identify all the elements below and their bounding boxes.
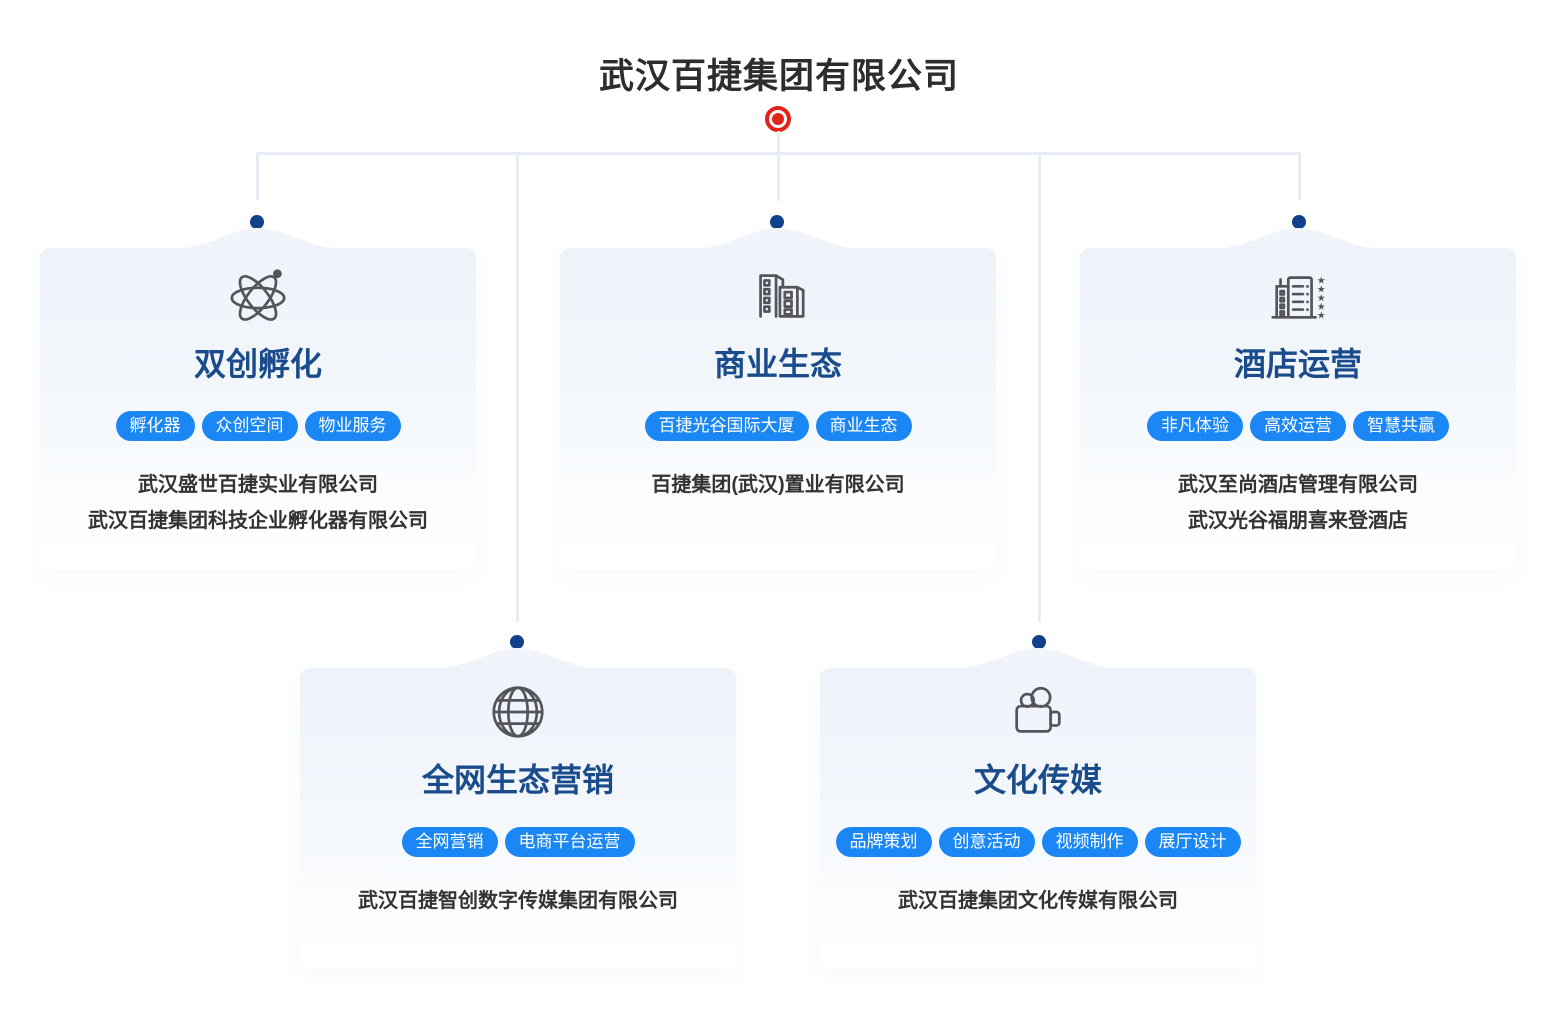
tag-pill: 展厅设计 [1144, 827, 1241, 857]
company-name: 武汉盛世百捷实业有限公司 [138, 474, 378, 496]
tag-pill: 孵化器 [115, 411, 195, 441]
tag-row: 孵化器 众创空间 物业服务 [40, 411, 476, 441]
tag-row: 品牌策划 创意活动 视频制作 展厅设计 [820, 827, 1256, 857]
company-name: 武汉百捷集团科技企业孵化器有限公司 [88, 510, 428, 532]
tag-pill: 全网营销 [401, 827, 498, 857]
card-culture-media: 文化传媒 品牌策划 创意活动 视频制作 展厅设计 武汉百捷集团文化传媒有限公司 [820, 648, 1256, 968]
anchor-dot [1292, 215, 1306, 229]
card-network-marketing: 全网生态营销 全网营销 电商平台运营 武汉百捷智创数字传媒集团有限公司 [300, 648, 736, 968]
card-title: 全网生态营销 [421, 762, 614, 798]
company-name: 武汉至尚酒店管理有限公司 [1178, 474, 1418, 496]
tag-pill: 百捷光谷国际大厦 [644, 411, 809, 441]
card-peak-shape [170, 228, 346, 250]
connector-card3-vertical [1298, 152, 1301, 200]
card-peak-shape [430, 648, 606, 670]
connector-root-vertical [777, 131, 780, 201]
tag-row: 全网营销 电商平台运营 [300, 827, 736, 857]
company-list: 百捷集团(武汉)置业有限公司 [560, 467, 996, 503]
tag-pill: 智慧共赢 [1353, 411, 1449, 441]
connector-card1-vertical [256, 152, 259, 200]
anchor-dot [1032, 635, 1046, 649]
card-peak-shape [690, 228, 866, 250]
tag-pill: 视频制作 [1041, 827, 1138, 857]
tag-row: 百捷光谷国际大厦 商业生态 [560, 411, 996, 441]
company-list: 武汉百捷智创数字传媒集团有限公司 [300, 883, 736, 919]
card-title: 酒店运营 [1233, 346, 1362, 382]
hotel-stars-icon [1271, 276, 1325, 319]
company-name: 百捷集团(武汉)置业有限公司 [651, 474, 905, 496]
buildings-icon [759, 274, 805, 318]
card-hotel-operations: 酒店运营 非凡体验 高效运营 智慧共赢 武汉至尚酒店管理有限公司 武汉光谷福朋喜… [1080, 228, 1516, 570]
tag-pill: 品牌策划 [835, 827, 932, 857]
root-bullseye-node-icon [765, 106, 791, 132]
company-list: 武汉至尚酒店管理有限公司 武汉光谷福朋喜来登酒店 [1080, 467, 1516, 539]
anchor-dot [770, 215, 784, 229]
tag-pill: 商业生态 [815, 411, 912, 441]
globe-icon [492, 686, 544, 738]
card-business-ecology: 商业生态 百捷光谷国际大厦 商业生态 百捷集团(武汉)置业有限公司 [560, 228, 996, 570]
tag-pill: 创意活动 [938, 827, 1035, 857]
card-title: 双创孵化 [193, 346, 322, 382]
tag-pill: 非凡体验 [1147, 411, 1243, 441]
connector-trunk-horizontal [257, 152, 1301, 155]
company-name: 武汉百捷智创数字传媒集团有限公司 [358, 890, 678, 912]
video-camera-icon [1015, 686, 1061, 733]
page-title: 武汉百捷集团有限公司 [598, 57, 959, 96]
anchor-dot [510, 635, 524, 649]
card-title: 文化传媒 [973, 762, 1102, 798]
company-name: 武汉光谷福朋喜来登酒店 [1188, 510, 1408, 532]
tag-pill: 电商平台运营 [504, 827, 635, 857]
card-dual-innovation: 双创孵化 孵化器 众创空间 物业服务 武汉盛世百捷实业有限公司 武汉百捷集团科技… [40, 228, 476, 570]
card-peak-shape [950, 648, 1126, 670]
connector-card5-vertical [1038, 152, 1041, 622]
card-peak-shape [1210, 228, 1386, 250]
tag-pill: 高效运营 [1250, 411, 1346, 441]
tag-row: 非凡体验 高效运营 智慧共赢 [1080, 411, 1516, 441]
star-column [1317, 276, 1325, 319]
anchor-dot [250, 215, 264, 229]
company-list: 武汉百捷集团文化传媒有限公司 [820, 883, 1256, 919]
atom-icon [230, 269, 286, 321]
connector-card4-vertical [516, 152, 519, 622]
card-title: 商业生态 [713, 346, 842, 382]
company-list: 武汉盛世百捷实业有限公司 武汉百捷集团科技企业孵化器有限公司 [40, 467, 476, 539]
tag-pill: 物业服务 [304, 411, 401, 441]
company-name: 武汉百捷集团文化传媒有限公司 [898, 890, 1178, 912]
tag-pill: 众创空间 [201, 411, 298, 441]
